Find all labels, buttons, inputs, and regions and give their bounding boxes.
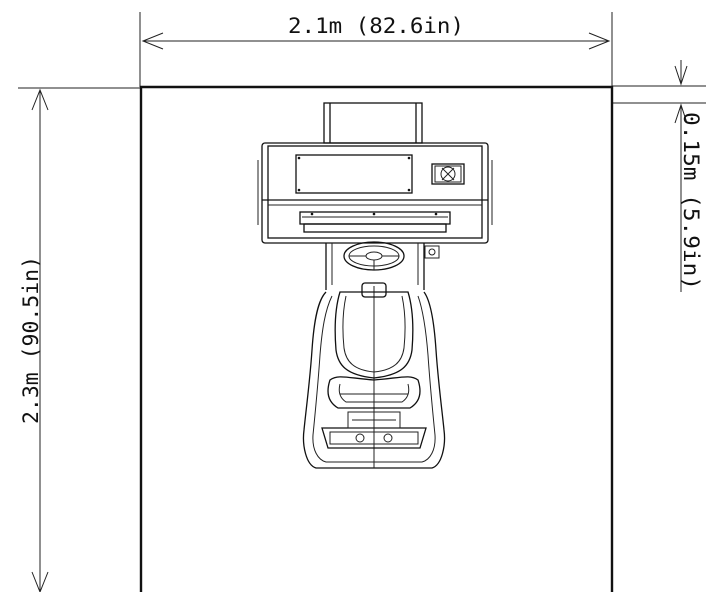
floor-area-boundary bbox=[139, 85, 614, 592]
clearance-label: 0.15m (5.9in) bbox=[679, 112, 703, 290]
cabinet-body bbox=[257, 142, 493, 244]
width-label: 2.1m (82.6in) bbox=[288, 14, 464, 38]
machine-top-view bbox=[257, 102, 493, 469]
rear-handle bbox=[323, 102, 423, 144]
arrow-left-icon bbox=[141, 32, 164, 50]
seat-cushion bbox=[327, 376, 421, 409]
front-tray bbox=[299, 211, 451, 233]
arrow-up-icon bbox=[674, 103, 688, 124]
arrow-down-icon bbox=[31, 571, 49, 592]
clearance-dimension: 0.15m (5.9in) bbox=[612, 60, 706, 292]
depth-label: 2.3m (90.5in) bbox=[19, 256, 43, 424]
arrow-right-icon bbox=[588, 32, 611, 50]
width-dimension: 2.1m (82.6in) bbox=[139, 12, 613, 87]
column bbox=[325, 243, 440, 290]
seat-frame bbox=[302, 286, 446, 469]
arrow-down-icon bbox=[674, 65, 688, 86]
pedal-box bbox=[321, 411, 427, 449]
fan-icon bbox=[431, 163, 465, 185]
depth-dimension: 2.3m (90.5in) bbox=[18, 87, 140, 592]
steering-wheel-icon bbox=[343, 241, 405, 271]
seat-back bbox=[334, 282, 414, 379]
arrow-up-icon bbox=[31, 88, 49, 111]
top-panel bbox=[295, 154, 413, 194]
